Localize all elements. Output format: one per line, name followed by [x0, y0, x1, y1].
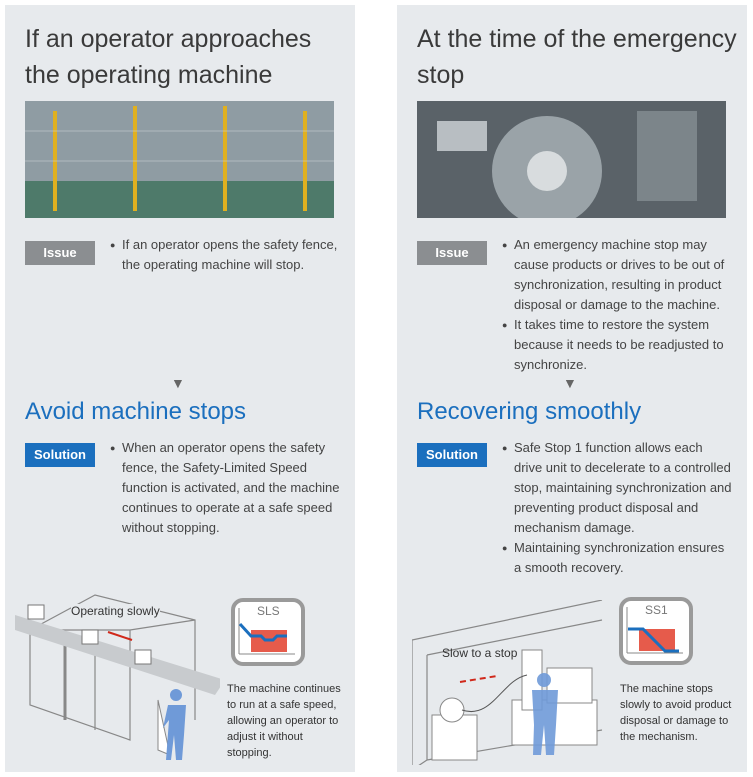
issue-badge: Issue [25, 241, 95, 265]
sls-icon-label: SLS [257, 604, 280, 618]
solution-item: Safe Stop 1 function allows each drive u… [502, 438, 734, 538]
sls-function-icon: SLS [231, 598, 305, 666]
issue-badge: Issue [417, 241, 487, 265]
solution-item: When an operator opens the safety fence,… [110, 438, 342, 538]
factory-fence-photo [25, 101, 334, 218]
issue-item: An emergency machine stop may cause prod… [502, 235, 734, 315]
issue-item: It takes time to restore the system beca… [502, 315, 734, 375]
solution-item: Maintaining synchronization ensures a sm… [502, 538, 734, 578]
machine-illustration [412, 600, 603, 765]
ss1-function-icon: SS1 [619, 597, 693, 665]
issue-list: If an operator opens the safety fence, t… [110, 235, 342, 275]
illustration-caption: The machine continues to run at a safe s… [227, 683, 341, 759]
solution-heading: Recovering smoothly [417, 398, 642, 425]
illustration-label: Slow to a stop [442, 646, 518, 660]
illustration-label: Operating slowly [71, 604, 160, 618]
solution-badge: Solution [417, 443, 487, 467]
machine-photo [417, 101, 726, 218]
down-arrow-icon: ▼ [171, 375, 185, 391]
fence-illustration [15, 594, 220, 760]
ss1-icon-label: SS1 [645, 603, 668, 617]
panel-title: If an operator approaches the operating … [25, 25, 312, 89]
issue-item: If an operator opens the safety fence, t… [110, 235, 342, 275]
down-arrow-icon: ▼ [563, 375, 577, 391]
left-panel: If an operator approaches the operating … [5, 5, 355, 772]
solution-heading: Avoid machine stops [25, 398, 247, 425]
right-panel: At the time of the emergency stop Issue … [397, 5, 747, 772]
panel-title: At the time of the emergency stop [417, 25, 737, 89]
illustration-caption: The machine stops slowly to avoid produc… [620, 683, 732, 743]
issue-list: An emergency machine stop may cause prod… [502, 235, 734, 375]
solution-badge: Solution [25, 443, 95, 467]
solution-list: When an operator opens the safety fence,… [110, 438, 342, 538]
solution-list: Safe Stop 1 function allows each drive u… [502, 438, 734, 578]
